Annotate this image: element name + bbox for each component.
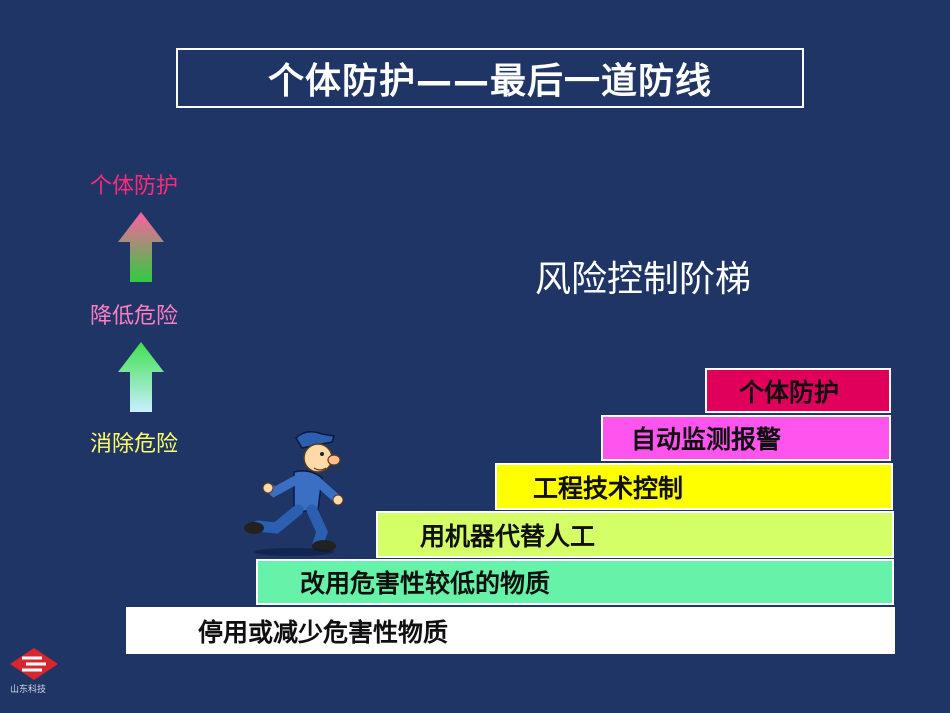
step-personal-protection: 个体防护 [705,368,891,413]
step-label: 工程技术控制 [533,473,684,503]
up-arrow-icon [118,342,164,412]
ladder-title: 风险控制阶梯 [535,259,752,300]
title-box: 个体防护——最后一道防线 [176,48,804,108]
logo-text: 山东科技 [10,685,47,695]
company-logo-icon [10,648,58,680]
step-label: 用机器代替人工 [420,521,596,551]
step-machine-replacement: 用机器代替人工 [376,511,894,558]
running-worker-illustration [244,431,344,556]
step-eliminate-materials: 停用或减少危害性物质 [126,607,895,654]
step-auto-monitoring: 自动监测报警 [601,415,891,461]
step-label: 停用或减少危害性物质 [198,617,449,647]
label-reduce-danger: 降低危险 [90,304,179,329]
step-label: 个体防护 [739,377,840,407]
step-label: 自动监测报警 [631,425,782,454]
label-personal-protection: 个体防护 [90,174,179,199]
label-eliminate-danger: 消除危险 [90,432,179,457]
step-engineering-control: 工程技术控制 [495,463,893,510]
up-arrow-icon [118,212,164,282]
page-title: 个体防护——最后一道防线 [267,61,712,102]
step-label: 改用危害性较低的物质 [300,569,551,598]
step-substitute-materials: 改用危害性较低的物质 [256,559,894,605]
